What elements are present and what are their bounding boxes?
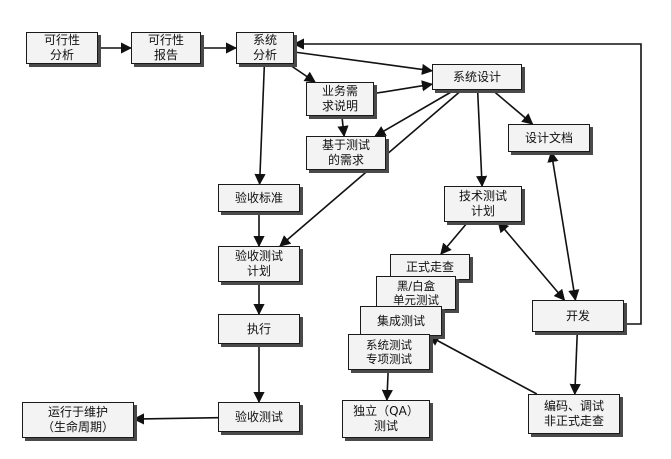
node-operation-maintenance: 运行于维护 （生命周期） [22,402,134,438]
node-feasibility-report: 可行性 报告 [131,32,201,64]
node-system-analysis: 系统 分析 [236,32,294,64]
node-acceptance-test: 验收测试 [218,402,300,432]
node-design-document: 设计文档 [508,124,590,152]
edge-technical-test-plan-to-formal-walkthrough [440,221,469,255]
node-formal-walkthrough: 正式走查 [390,254,470,280]
edge-coding-test-informal-walkthrough-to-integration-test [427,335,538,395]
edge-system-analysis-to-business-requirements [288,63,316,83]
node-coding-test-informal-walkthrough: 编码、调试 非正式走查 [528,394,620,434]
node-system-design: 系统设计 [432,64,522,90]
edge-acceptance-test-to-operation-maintenance [132,413,219,425]
node-acceptance-test-plan: 验收测试 计划 [218,246,300,282]
edge-development-to-coding-test-informal-walkthrough [569,331,581,396]
edge-system-analysis-to-system-design [293,51,434,75]
edge-system-design-to-test-based-requirements [374,89,456,137]
node-system-special-test: 系统测试 专项测试 [348,334,430,370]
edge-business-requirements-to-system-design [373,80,434,95]
edge-system-analysis-to-acceptance-criteria [254,63,266,186]
node-technical-test-plan: 技术测试 计划 [444,186,522,222]
node-independent-qa-test: 独立（QA） 测试 [342,400,430,438]
edge-system-special-test-to-independent-qa-test [381,369,393,402]
node-feasibility-analysis: 可行性 分析 [26,32,98,64]
node-integration-test: 集成测试 [360,306,442,336]
edge-design-document-to-development [547,150,580,302]
node-development: 开发 [532,300,624,332]
node-acceptance-criteria: 验收标准 [218,184,300,212]
node-black-white-box-unit-test: 黑/白盒 单元测试 [376,276,456,310]
edge-development-to-system-analysis [292,38,642,325]
edge-system-design-to-technical-test-plan [476,89,488,188]
node-test-based-requirements: 基于测试 的需求 [306,136,386,170]
node-business-requirements: 业务需 求说明 [306,82,374,116]
edge-business-requirements-to-test-based-requirements [337,115,349,138]
edge-technical-test-plan-to-development [497,221,566,301]
node-execution: 执行 [218,314,300,344]
edge-system-design-to-design-document [491,89,534,125]
